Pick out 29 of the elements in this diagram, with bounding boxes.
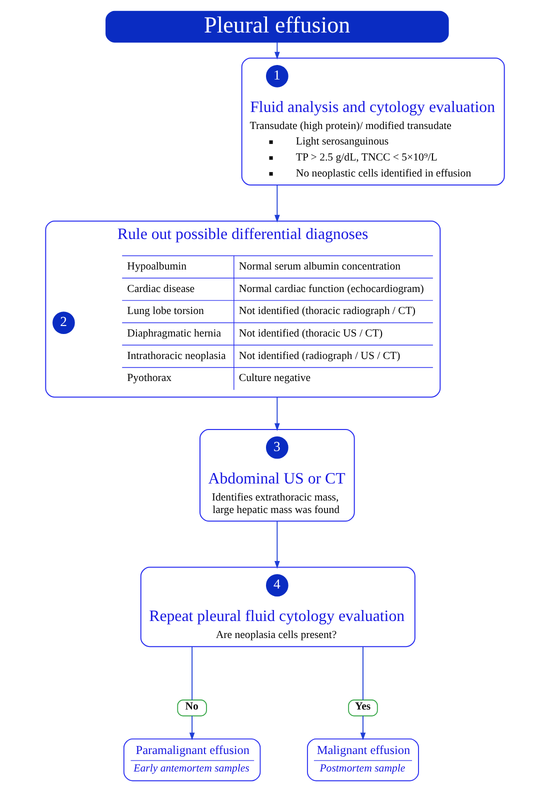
label: Normal cardiac function (echocardiogram) xyxy=(238,282,424,295)
node-circle: 2 xyxy=(52,312,75,334)
arrow xyxy=(360,715,366,740)
label: Not identified (radiograph / US / CT) xyxy=(238,350,400,362)
label: Hypoalbumin xyxy=(127,260,187,272)
arrow xyxy=(274,42,280,60)
arrow xyxy=(274,184,280,223)
label: Intrathoracic neoplasia xyxy=(127,350,226,362)
label: Not identified (thoracic radiograph / CT) xyxy=(238,305,416,318)
label: Cardiac disease xyxy=(127,282,195,295)
node-circle: 3 xyxy=(266,436,288,459)
node-circle: 1 xyxy=(266,64,288,88)
arrow xyxy=(274,396,280,431)
label: Culture negative xyxy=(238,372,311,384)
label: Lung lobe torsion xyxy=(127,305,204,318)
label: Diaphragmatic hernia xyxy=(127,328,221,340)
node-circle: 4 xyxy=(266,574,288,596)
label: Not identified (thoracic US / CT) xyxy=(238,328,383,340)
node-box: No xyxy=(177,700,207,716)
arrow xyxy=(189,715,195,740)
node-box: Paramalignant effusion Early antemortem samples xyxy=(123,738,261,782)
connector xyxy=(362,646,364,700)
label: Normal serum albumin concentration xyxy=(238,260,401,272)
connector xyxy=(192,646,193,700)
node-box: Malignant effusion Postmortem sample xyxy=(306,738,419,782)
node-box: Pleural effusion xyxy=(106,10,449,43)
label: Pyothorax xyxy=(127,372,172,384)
arrow xyxy=(274,520,280,569)
node-box: Yes xyxy=(348,700,378,716)
